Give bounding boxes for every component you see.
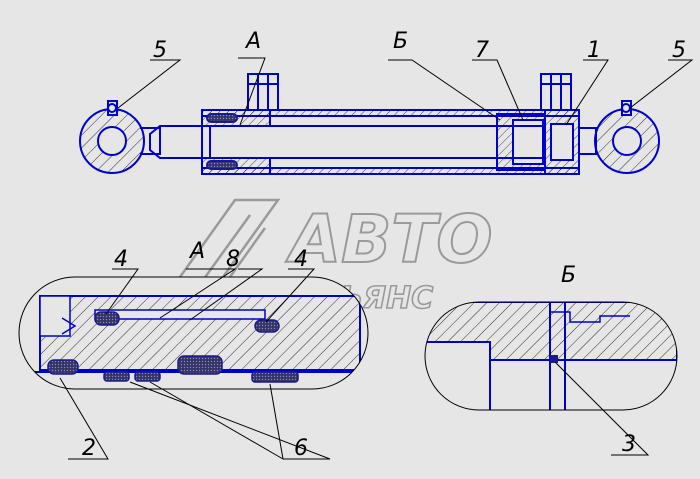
view-b-label: Б [561, 263, 576, 288]
view-a-marker: А [244, 29, 261, 54]
callout-3: 3 [622, 432, 636, 457]
main-leaders [117, 57, 694, 126]
detail-a: 4 А 8 4 2 6 [18, 239, 369, 461]
callout-6: 6 [294, 436, 308, 461]
callout-5-right: 5 [672, 38, 686, 63]
right-eye [579, 100, 660, 174]
callout-8: 8 [226, 247, 240, 272]
watermark-line1: АВТО [285, 201, 493, 278]
cylinder-assembly [79, 73, 660, 175]
callout-7: 7 [475, 38, 489, 63]
detail-b-leader [554, 361, 650, 456]
callout-4-left: 4 [114, 247, 128, 272]
detail-b: Б 3 [424, 263, 678, 457]
cylinder-barrel [201, 109, 580, 175]
callout-1: 1 [587, 38, 601, 63]
port-left [247, 73, 279, 111]
view-b-marker: Б [393, 29, 408, 54]
port-right [540, 73, 572, 111]
callout-2: 2 [82, 436, 96, 461]
callout-4-right: 4 [294, 247, 308, 272]
view-a-label: А [188, 239, 205, 264]
detail-a-leaders [59, 268, 331, 460]
callout-5-left: 5 [153, 38, 167, 63]
left-eye [79, 100, 161, 174]
